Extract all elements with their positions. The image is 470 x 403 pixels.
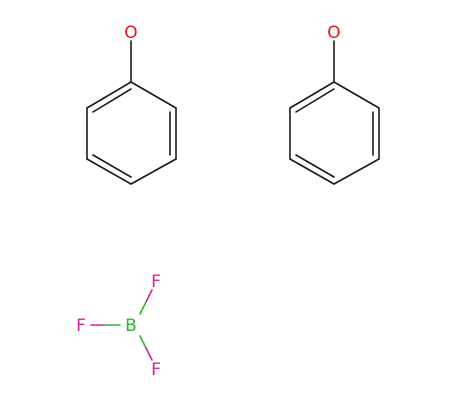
boron-atom-label: B: [125, 316, 137, 336]
ring-inner-double-bond: [295, 88, 335, 113]
ring-inner-double-bond: [92, 154, 132, 178]
ring-inner-double-bond: [295, 154, 335, 178]
boron-trifluoride-bonds: [90, 289, 153, 361]
oxygen-atom-label: O: [327, 23, 340, 43]
ring-bond: [289, 158, 335, 185]
ring-bond: [130, 81, 177, 109]
boron-trifluoride: B F F F: [76, 272, 161, 380]
ring-bond: [333, 81, 380, 109]
ring-bond: [289, 81, 335, 109]
phenoxide-right: O: [289, 23, 380, 185]
ring-bond: [86, 158, 132, 185]
ring-bond: [86, 81, 132, 109]
ring-bond: [333, 158, 380, 185]
oxygen-atom-label: O: [124, 23, 137, 43]
boron-fluorine-bond-bottom: [139, 335, 147, 349]
phenoxide-left-bonds: [86, 40, 177, 185]
fluorine-atom-label-top: F: [151, 272, 161, 292]
ring-bond: [130, 158, 177, 185]
phenoxide-right-bonds: [289, 40, 380, 185]
boron-fluorine-bond-top: [139, 301, 147, 315]
phenoxide-left: O: [86, 23, 177, 185]
fluorine-atom-label-bottom: F: [151, 360, 161, 380]
boron-fluorine-bond-top: [145, 289, 153, 303]
ring-inner-double-bond: [92, 88, 132, 113]
fluorine-atom-label-left: F: [76, 316, 86, 336]
boron-fluorine-bond-bottom: [145, 347, 153, 361]
